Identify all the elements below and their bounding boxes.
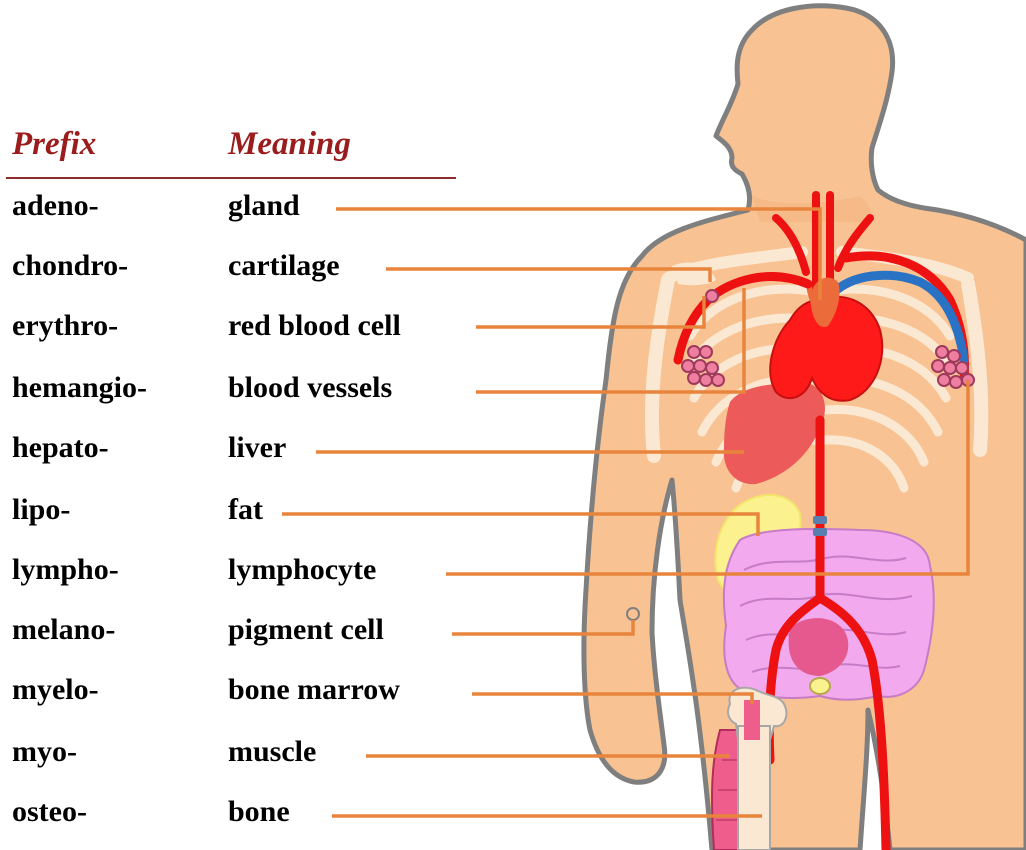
- prefix-cell: myelo-: [12, 670, 99, 710]
- prefix-cell: hepato-: [12, 428, 109, 468]
- prefix-cell: erythro-: [12, 306, 118, 346]
- meaning-column-header: Meaning: [228, 124, 351, 164]
- table-row: erythro- red blood cell: [0, 306, 620, 346]
- meaning-cell: muscle: [228, 732, 316, 772]
- table-row: osteo- bone: [0, 792, 620, 832]
- table-row: hemangio- blood vessels: [0, 368, 620, 408]
- pelvic-bone: [810, 678, 830, 694]
- table-row: chondro- cartilage: [0, 246, 620, 286]
- prefix-cell: lympho-: [12, 550, 119, 590]
- meaning-cell: red blood cell: [228, 306, 401, 346]
- meaning-cell: bone marrow: [228, 670, 400, 710]
- table-row: lympho- lymphocyte: [0, 550, 620, 590]
- prefix-cell: myo-: [12, 732, 77, 772]
- meaning-cell: gland: [228, 186, 300, 226]
- prefix-cell: hemangio-: [12, 368, 147, 408]
- table-row: lipo- fat: [0, 490, 620, 530]
- prefix-cell: chondro-: [12, 246, 128, 286]
- prefix-cell: lipo-: [12, 490, 70, 530]
- meaning-cell: cartilage: [228, 246, 340, 286]
- meaning-cell: bone: [228, 792, 290, 832]
- meaning-cell: lymphocyte: [228, 550, 376, 590]
- prefix-column-header: Prefix: [12, 124, 96, 164]
- skin-mole: [627, 608, 639, 620]
- header-divider: [6, 177, 456, 179]
- artery-clamp: [813, 528, 827, 536]
- table-row: hepato- liver: [0, 428, 620, 468]
- meaning-cell: pigment cell: [228, 610, 384, 650]
- shoulder-lymph-node: [706, 290, 718, 302]
- femur-shaft: [738, 726, 770, 850]
- artery-clamp: [813, 516, 827, 524]
- table-row: adeno- gland: [0, 186, 620, 226]
- table-row: myelo- bone marrow: [0, 670, 620, 710]
- table-row: myo- muscle: [0, 732, 620, 772]
- meaning-cell: fat: [228, 490, 263, 530]
- meaning-cell: blood vessels: [228, 368, 392, 408]
- meaning-cell: liver: [228, 428, 286, 468]
- intestines: [724, 529, 934, 700]
- prefix-cell: adeno-: [12, 186, 99, 226]
- bone-marrow: [744, 700, 760, 740]
- prefix-cell: osteo-: [12, 792, 87, 832]
- prefix-cell: melano-: [12, 610, 115, 650]
- large-intestine: [724, 529, 934, 700]
- table-row: melano- pigment cell: [0, 610, 620, 650]
